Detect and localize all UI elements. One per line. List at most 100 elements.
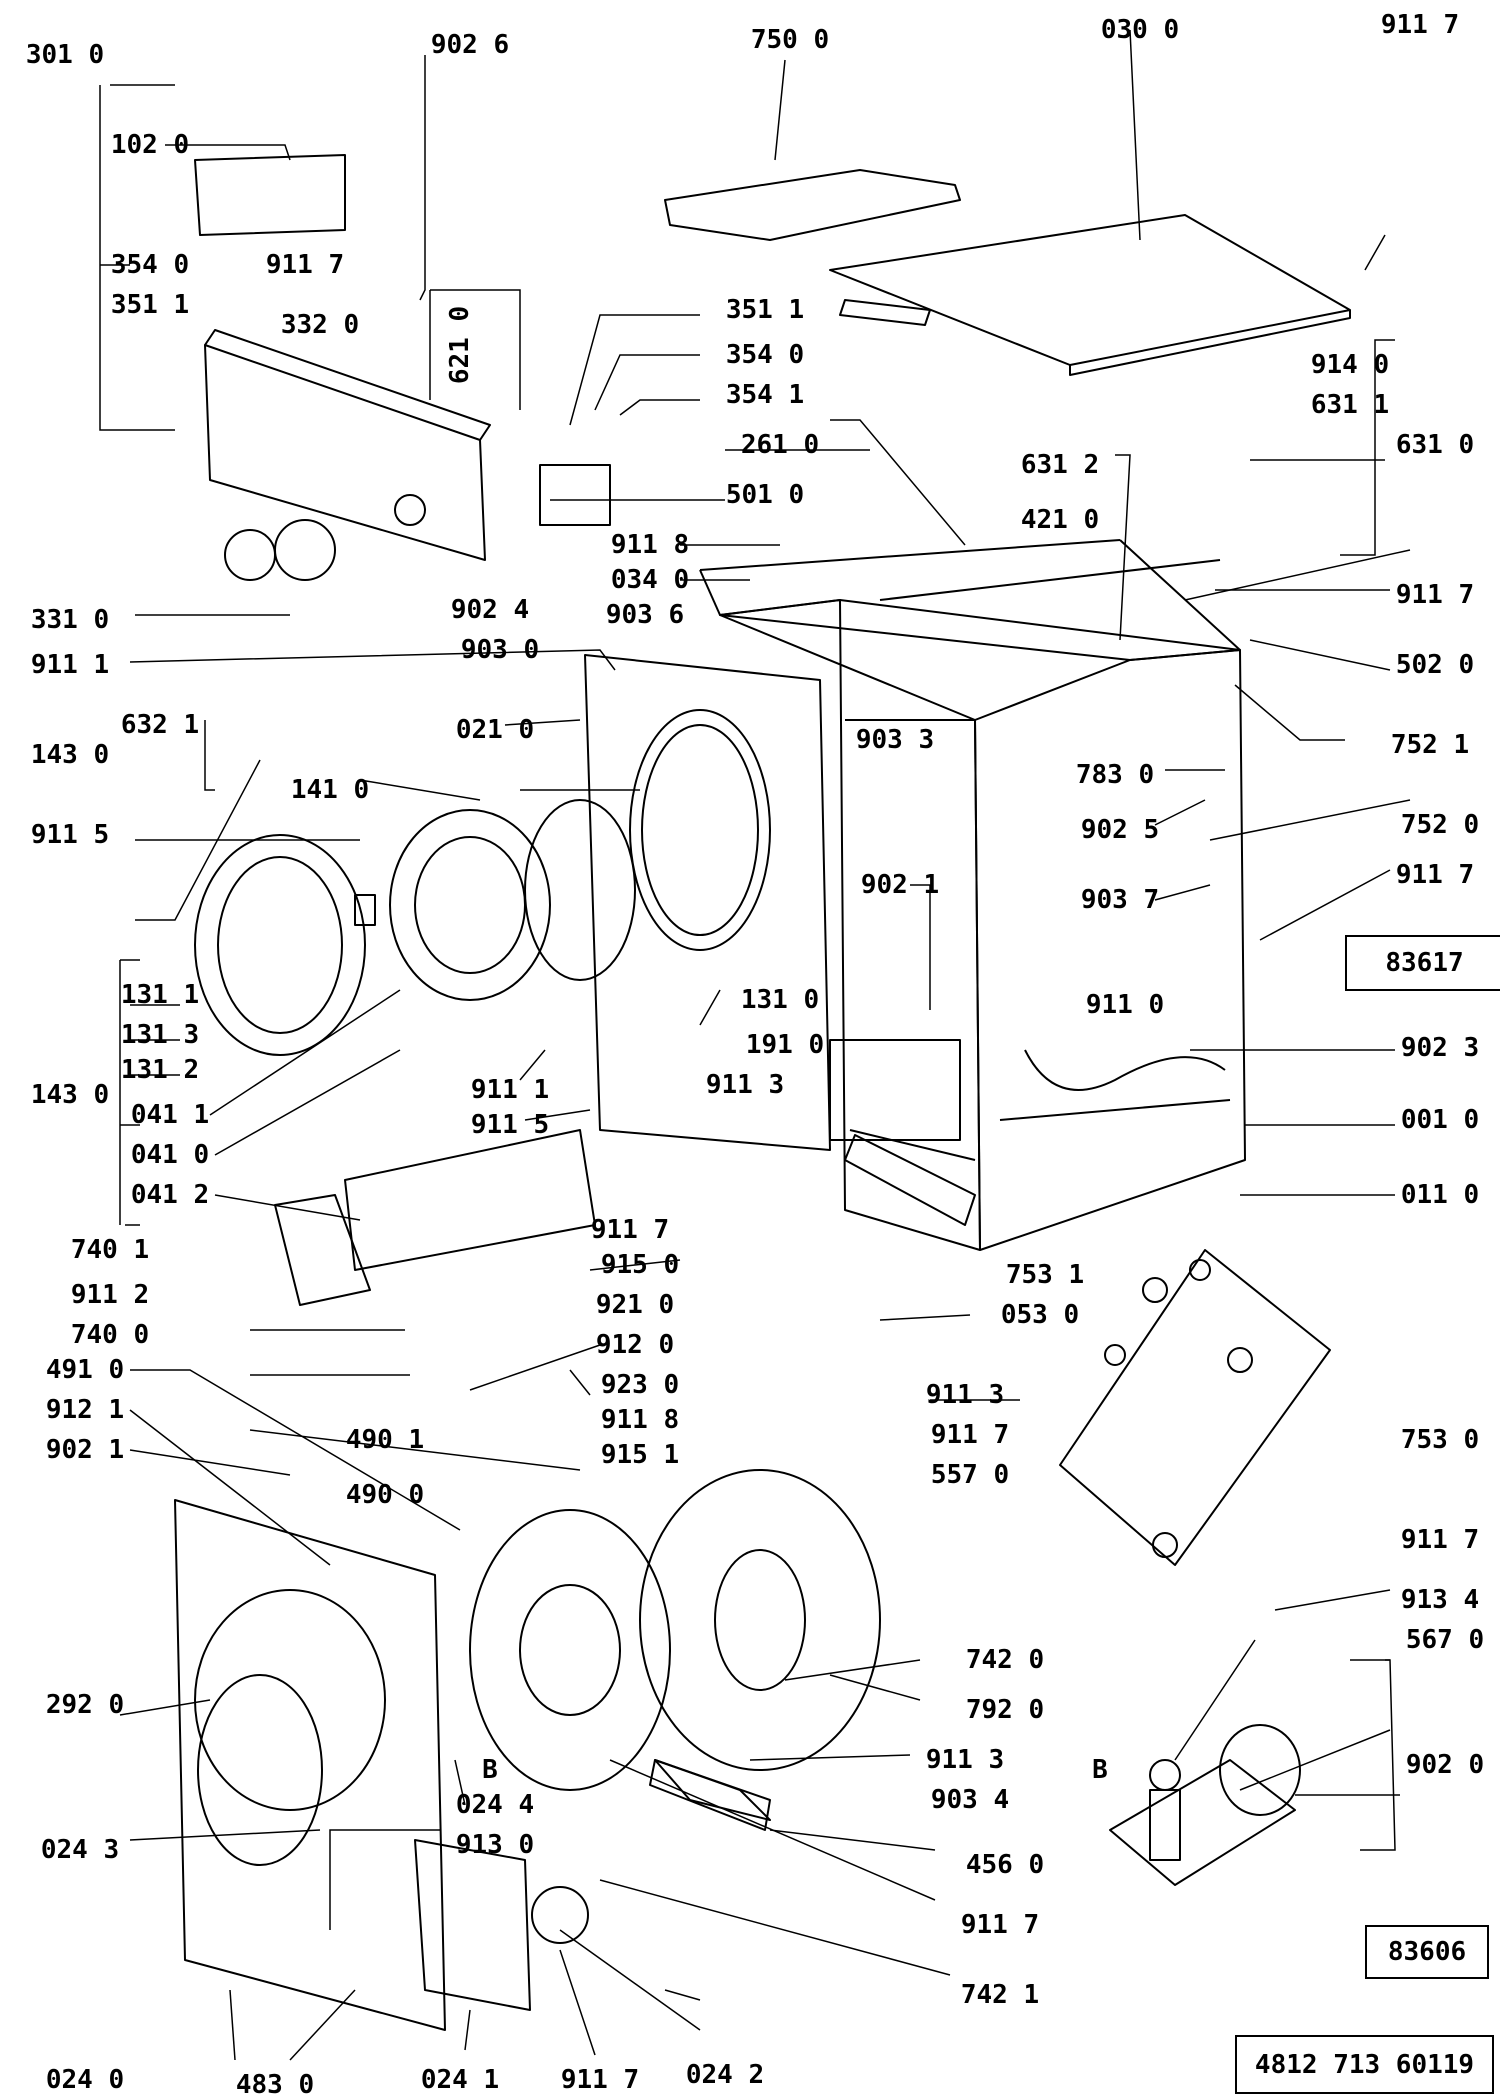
- part-label: 911 8: [610, 530, 690, 560]
- part-label: 351 1: [725, 295, 805, 325]
- control-panel: [194, 154, 976, 1226]
- part-label: 331 0: [30, 605, 110, 635]
- part-label: 902 1: [860, 870, 940, 900]
- part-label: 034 0: [610, 565, 690, 595]
- part-label: 631 2: [1020, 450, 1100, 480]
- cabinet-body: [699, 539, 1246, 1251]
- part-label: 740 1: [70, 1235, 150, 1265]
- part-label: 490 1: [345, 1425, 425, 1455]
- part-label: 903 4: [930, 1785, 1010, 1815]
- part-label: 913 0: [455, 1830, 535, 1860]
- part-label: 914 0: [1310, 350, 1390, 380]
- part-label: 483 0: [235, 2070, 315, 2100]
- part-label: 024 4: [455, 1790, 535, 1820]
- part-label: 024 2: [685, 2060, 765, 2090]
- part-label: 557 0: [930, 1460, 1010, 1490]
- part-label: 332 0: [280, 310, 360, 340]
- part-label: 911 7: [1380, 10, 1460, 40]
- part-label: 143 0: [30, 740, 110, 770]
- part-label: 752 1: [1390, 730, 1470, 760]
- part-label: 456 0: [965, 1850, 1045, 1880]
- part-label: 903 6: [605, 600, 685, 630]
- part-label: 902 0: [1405, 1750, 1485, 1780]
- part-label: 567 0: [1405, 1625, 1485, 1655]
- part-label: 903 7: [1080, 885, 1160, 915]
- part-label: 041 1: [130, 1100, 210, 1130]
- part-label: 030 0: [1100, 15, 1180, 45]
- leader-lines: [99, 29, 1411, 2061]
- front-frame: [584, 654, 831, 1151]
- part-label: 750 0: [750, 25, 830, 55]
- part-label: 740 0: [70, 1320, 150, 1350]
- part-label: 141 0: [290, 775, 370, 805]
- part-label: 191 0: [745, 1030, 825, 1060]
- part-label: 131 1: [120, 980, 200, 1010]
- part-label: 301 0: [25, 40, 105, 70]
- part-label: 911 7: [560, 2065, 640, 2095]
- part-label: 354 0: [110, 250, 190, 280]
- part-label: 742 0: [965, 1645, 1045, 1675]
- part-label: 911 3: [705, 1070, 785, 1100]
- part-label: 354 0: [725, 340, 805, 370]
- part-label: 921 0: [595, 1290, 675, 1320]
- part-label: 041 2: [130, 1180, 210, 1210]
- part-label: 923 0: [600, 1370, 680, 1400]
- filter-assembly: [274, 1129, 596, 1306]
- motor-assembly: [1109, 1724, 1301, 1886]
- part-label: 902 6: [430, 30, 510, 60]
- part-label: 354 1: [725, 380, 805, 410]
- part-label: 911 7: [590, 1215, 670, 1245]
- part-label: 292 0: [45, 1690, 125, 1720]
- part-label: 911 2: [70, 1280, 150, 1310]
- part-label: 502 0: [1395, 650, 1475, 680]
- part-label: 915 0: [600, 1250, 680, 1280]
- part-label: 911 7: [1395, 580, 1475, 610]
- part-label: 131 2: [120, 1055, 200, 1085]
- part-label: 351 1: [110, 290, 190, 320]
- part-label: 912 1: [45, 1395, 125, 1425]
- diagram-id-box: 83617: [1345, 935, 1500, 991]
- part-label: 024 3: [40, 1835, 120, 1865]
- part-label: 102 0: [110, 130, 190, 160]
- part-label: 911 5: [470, 1110, 550, 1140]
- part-label: 911 7: [930, 1420, 1010, 1450]
- part-label: 911 3: [925, 1380, 1005, 1410]
- part-label: 631 0: [1395, 430, 1475, 460]
- part-label: 632 1: [120, 710, 200, 740]
- part-label: B: [1092, 1755, 1108, 1785]
- part-label: 911 7: [1400, 1525, 1480, 1555]
- part-label: 911 0: [1085, 990, 1165, 1020]
- part-label: 783 0: [1075, 760, 1155, 790]
- part-label: 902 3: [1400, 1033, 1480, 1063]
- door-assembly: [194, 799, 636, 1056]
- part-label: 915 1: [600, 1440, 680, 1470]
- drum-assembly: [469, 1469, 881, 1831]
- part-label: 911 8: [600, 1405, 680, 1435]
- part-label: 903 3: [855, 725, 935, 755]
- part-label: B: [482, 1755, 498, 1785]
- part-label: 742 1: [960, 1980, 1040, 2010]
- part-label: 131 3: [120, 1020, 200, 1050]
- part-label: 753 1: [1005, 1260, 1085, 1290]
- part-label: 911 3: [925, 1745, 1005, 1775]
- base-plate: [1059, 1249, 1331, 1566]
- part-label: 631 1: [1310, 390, 1390, 420]
- top-cover: [664, 169, 1351, 376]
- part-label: 753 0: [1400, 1425, 1480, 1455]
- part-label: 911 5: [30, 820, 110, 850]
- part-label: 902 1: [45, 1435, 125, 1465]
- diagram-id-box: 83606: [1365, 1925, 1489, 1979]
- part-label: 911 7: [1395, 860, 1475, 890]
- part-label: 902 5: [1080, 815, 1160, 845]
- part-label: 041 0: [130, 1140, 210, 1170]
- part-label: 752 0: [1400, 810, 1480, 840]
- rear-panel: [174, 1499, 589, 2031]
- part-label: 024 1: [420, 2065, 500, 2095]
- diagram-id-box: 4812 713 60119: [1235, 2035, 1494, 2094]
- part-label: 143 0: [30, 1080, 110, 1110]
- part-label: 911 1: [30, 650, 110, 680]
- part-label: 911 7: [265, 250, 345, 280]
- part-label: 490 0: [345, 1480, 425, 1510]
